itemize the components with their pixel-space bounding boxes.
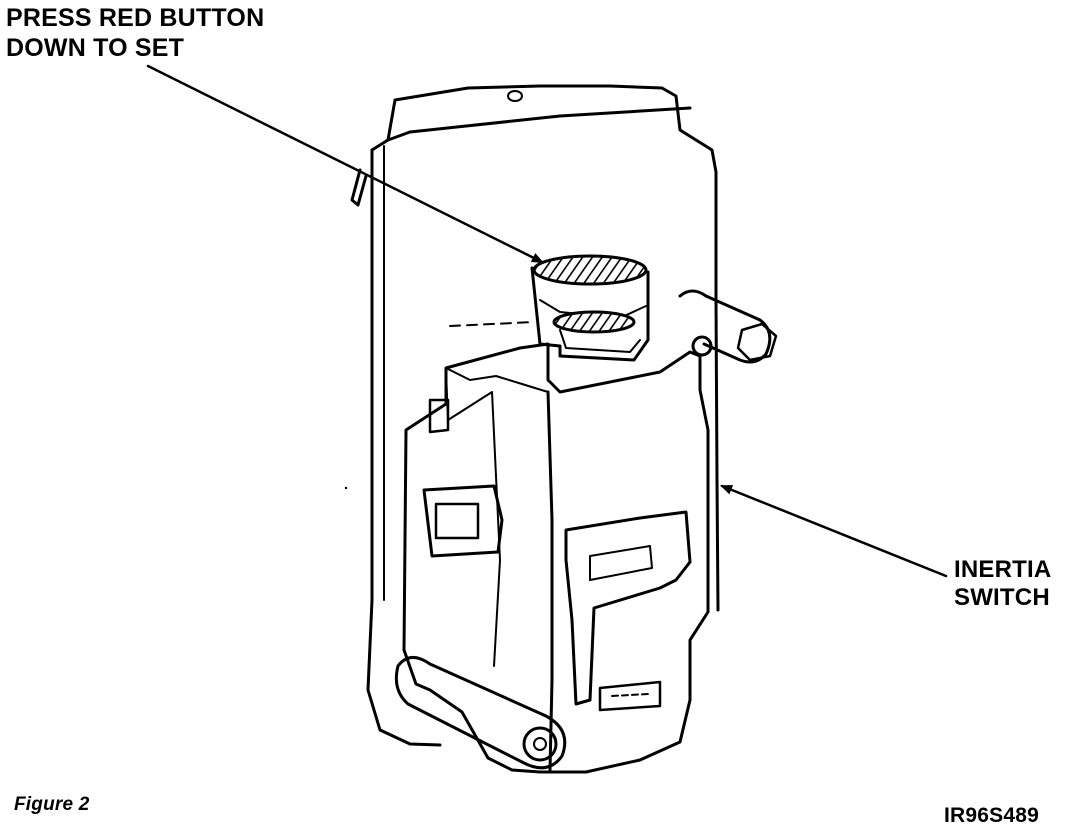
callout-press-red-button: PRESS RED BUTTON DOWN TO SET <box>6 4 264 63</box>
mounting-stud <box>678 289 772 364</box>
mount-hole <box>507 90 523 102</box>
side-clip-inner <box>589 545 653 581</box>
red-reset-button-lower <box>552 310 636 334</box>
leader-line-switch <box>720 484 948 578</box>
body-left-rib <box>445 369 501 667</box>
button-dashed-guide <box>449 321 535 327</box>
callout-inertia-switch: INERTIA SWITCH <box>954 556 1051 613</box>
connector-slot <box>434 502 480 540</box>
button-housing-lower <box>559 329 641 353</box>
hinge-pin-end <box>522 726 558 762</box>
side-clip-slot <box>598 680 662 712</box>
bracket-left-edge <box>366 148 442 747</box>
callout-line-1: PRESS RED BUTTON <box>6 4 265 32</box>
figure-id: IR96S489 <box>944 804 1040 827</box>
stud-hex-nut <box>736 322 778 362</box>
callout-line-2: DOWN TO SET <box>6 33 185 62</box>
leader-line-button <box>146 64 544 264</box>
electrical-connector <box>422 484 504 558</box>
callout-line-2: SWITCH <box>954 584 1050 612</box>
speck <box>344 486 348 490</box>
callout-line-1: INERTIA <box>954 556 1052 583</box>
clip-arrow-glyph <box>611 693 649 697</box>
hinge-pin <box>394 656 567 770</box>
body-top-face <box>445 367 549 393</box>
stud-hole <box>691 335 713 357</box>
bracket-flange <box>350 168 368 207</box>
connector-tab <box>428 398 450 434</box>
side-clip <box>564 510 692 706</box>
hinge-pin-hole <box>533 737 547 751</box>
red-reset-button-top <box>532 254 648 286</box>
figure-caption: Figure 2 <box>14 794 90 815</box>
body-front-edge <box>546 390 554 772</box>
switch-body <box>402 342 710 774</box>
mounting-bracket <box>370 84 720 612</box>
bracket-top-fold <box>386 106 692 142</box>
button-housing <box>530 266 650 362</box>
